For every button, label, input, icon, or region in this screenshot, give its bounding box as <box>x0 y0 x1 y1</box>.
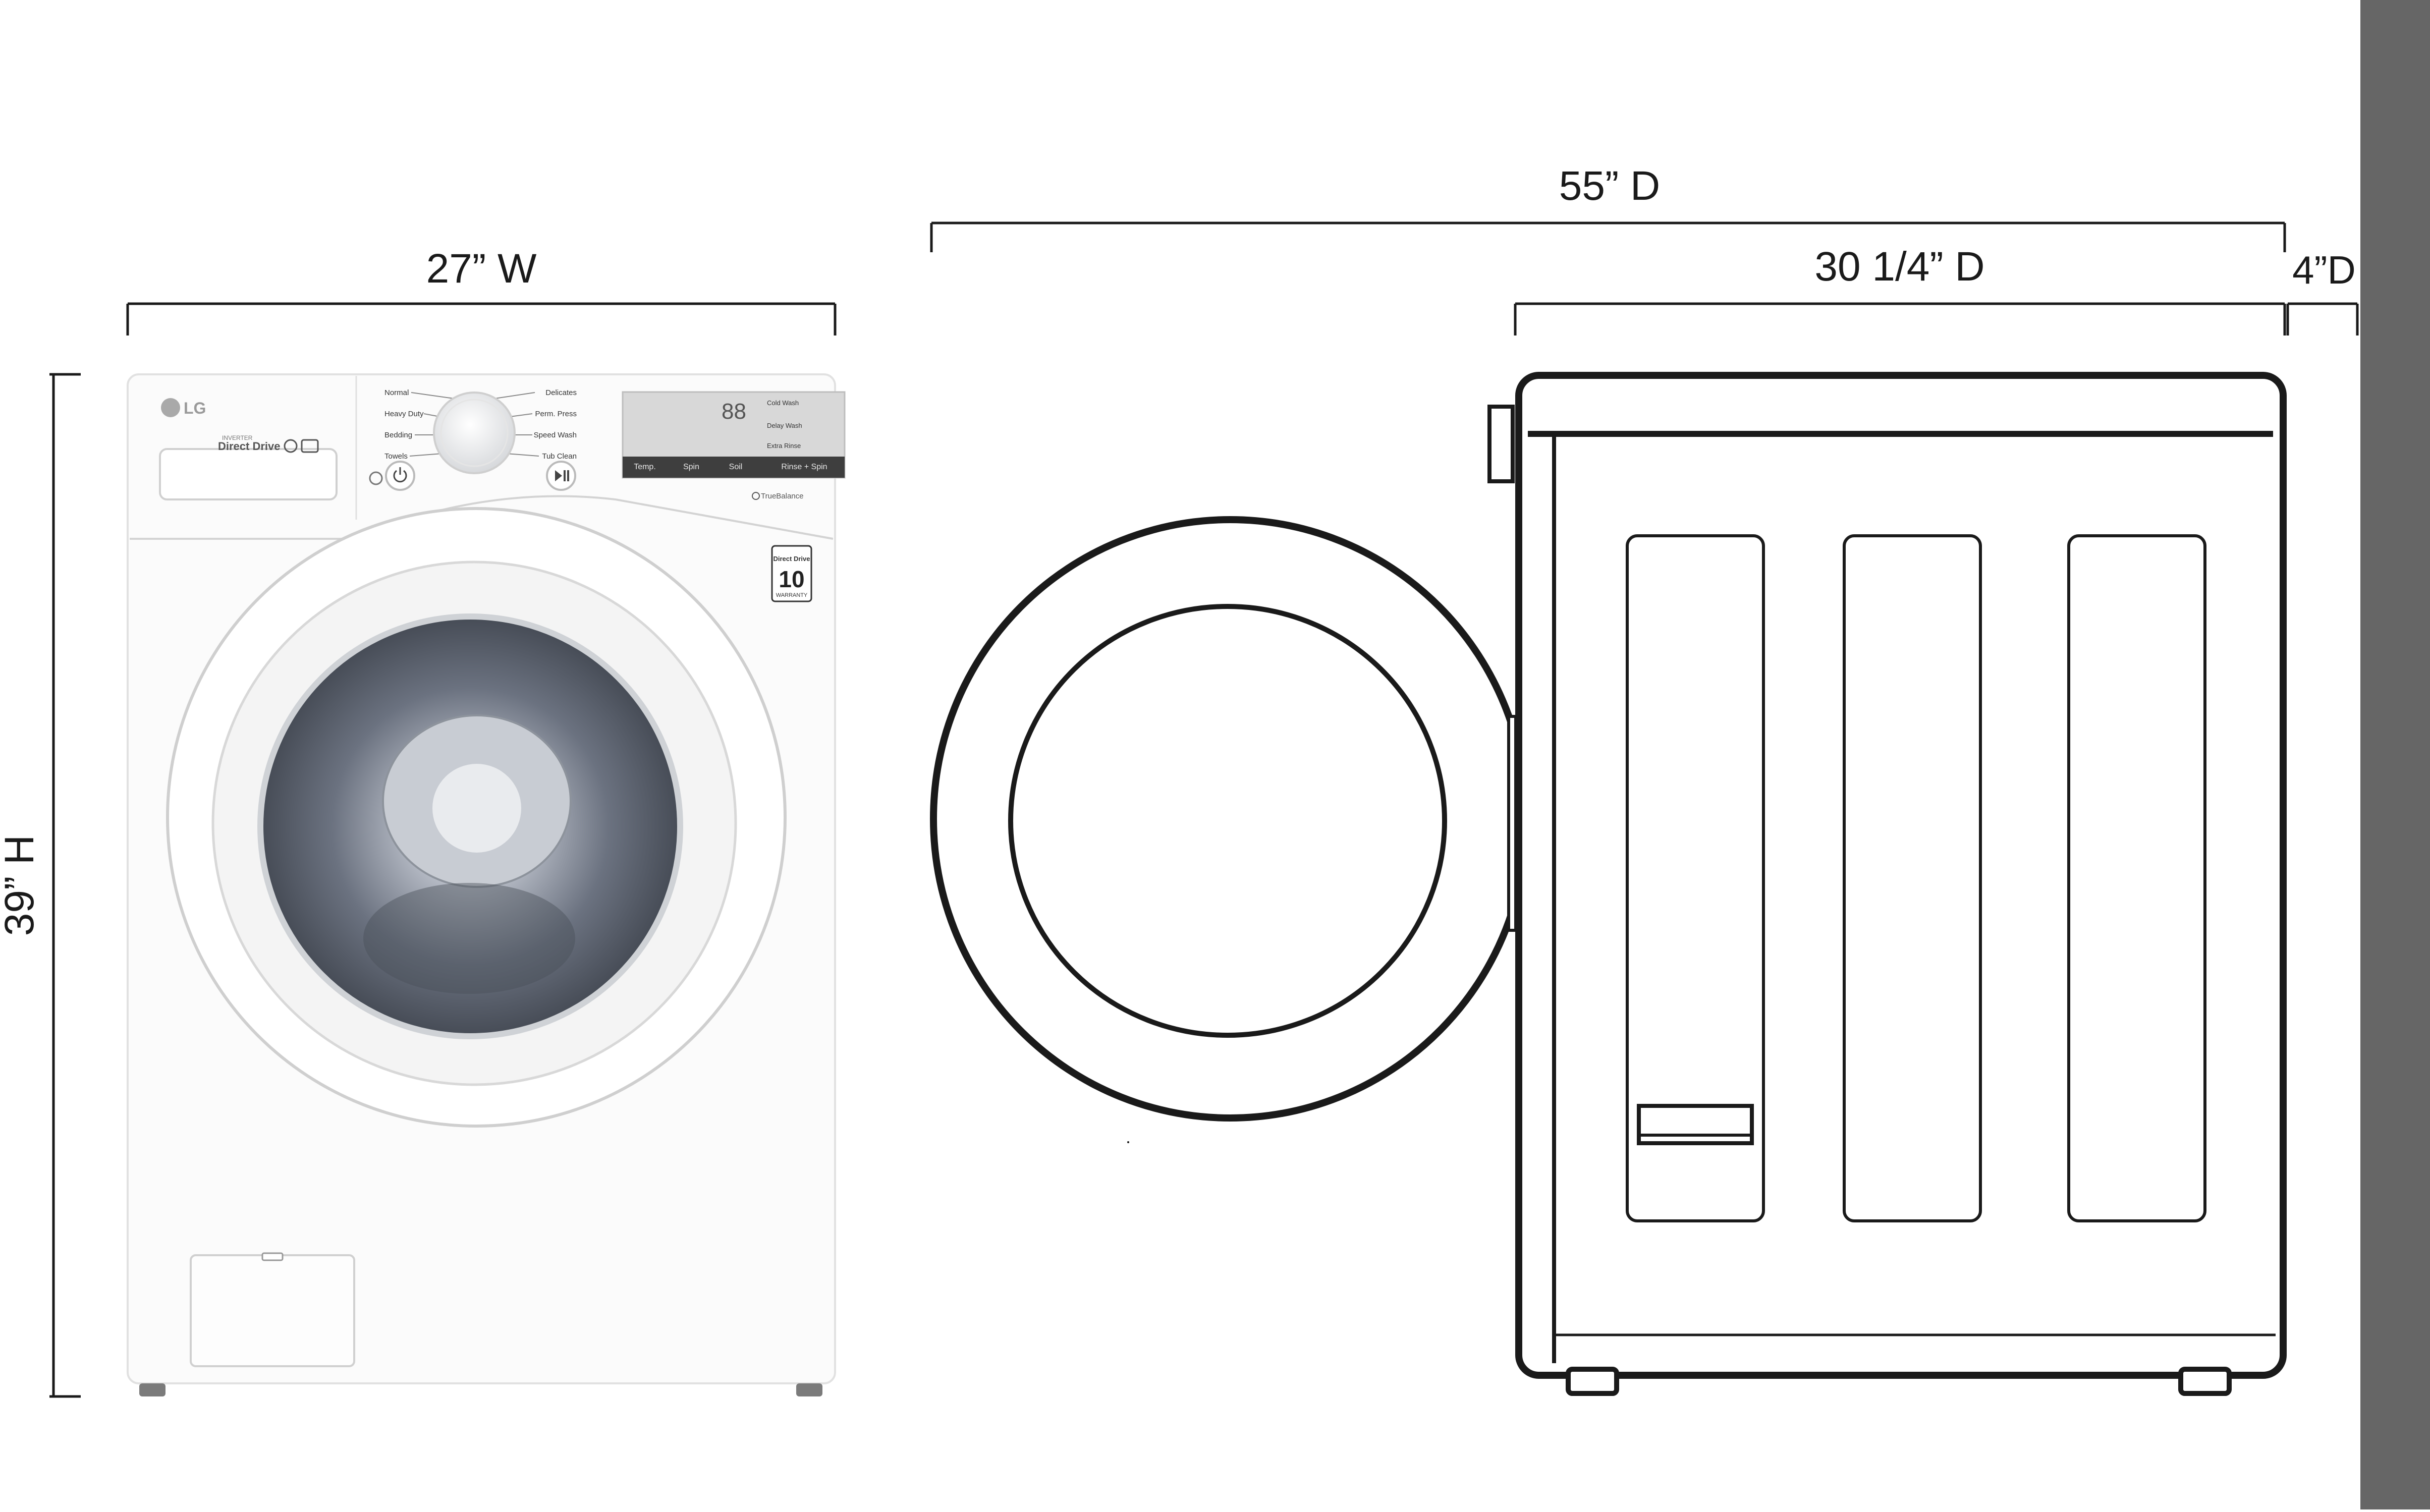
foot-left <box>139 1383 165 1396</box>
drum-reflection <box>363 883 575 994</box>
drain-filter-cover <box>190 1254 355 1367</box>
lg-logo-icon <box>161 398 180 417</box>
option-cold-wash[interactable]: Cold Wash <box>767 399 799 407</box>
detergent-drawer <box>159 448 338 500</box>
wifi-icon <box>369 471 383 485</box>
side-panel-3 <box>2067 534 2206 1222</box>
cycle-speed-wash[interactable]: Speed Wash <box>534 431 577 439</box>
drawer-icon <box>284 439 298 453</box>
door-hinge-mid <box>1507 715 1517 932</box>
truebalance-label: TrueBalance <box>761 492 804 500</box>
cycle-tub-clean[interactable]: Tub Clean <box>542 452 577 461</box>
cycle-normal[interactable]: Normal <box>384 388 409 397</box>
cycle-knob[interactable] <box>433 391 516 474</box>
total-depth-dimension <box>930 221 2286 252</box>
drawer-badge-small: INVERTER <box>222 434 253 441</box>
width-label: 27” W <box>426 246 537 292</box>
total-depth-label: 55” D <box>1559 163 1661 209</box>
button-spin[interactable]: Spin <box>683 463 699 471</box>
body-depth-dimension <box>1514 302 2286 335</box>
button-temp[interactable]: Temp. <box>634 463 656 471</box>
power-icon <box>393 470 407 483</box>
power-button[interactable] <box>385 461 415 491</box>
drain-filter-tab[interactable] <box>261 1252 284 1261</box>
open-door-outer <box>930 516 1530 1122</box>
height-label: 39” H <box>0 835 42 936</box>
side-panel-1 <box>1626 534 1765 1222</box>
display-digits: 88 <box>722 399 746 424</box>
open-door-inner <box>1008 604 1447 1038</box>
cycle-bedding[interactable]: Bedding <box>384 431 412 439</box>
drawer-badge: Direct Drive <box>218 440 281 453</box>
cycle-labels-right: Delicates Perm. Press Speed Wash Tub Cle… <box>534 388 577 461</box>
width-dimension <box>126 302 837 335</box>
drawer-icon-2 <box>301 439 319 453</box>
body-depth-label: 30 1/4” D <box>1814 244 1984 290</box>
cycle-heavy-duty[interactable]: Heavy Duty <box>384 410 424 418</box>
side-panel-2 <box>1843 534 1982 1222</box>
button-rinse-spin[interactable]: Rinse + Spin <box>781 463 827 471</box>
cycle-labels-left: Normal Heavy Duty Bedding Towels <box>384 388 424 461</box>
side-foot-rear <box>2178 1367 2232 1396</box>
cycle-delicates[interactable]: Delicates <box>545 388 577 397</box>
washer-side-view <box>930 372 2287 1396</box>
warranty-label: WARRANTY <box>776 592 808 598</box>
bottom-buttons: Temp. Spin Soil Rinse + Spin <box>634 463 827 471</box>
clearance-label: 4”D <box>2292 248 2356 292</box>
wall <box>2360 0 2430 1509</box>
button-soil[interactable]: Soil <box>729 463 743 471</box>
cycle-perm-press[interactable]: Perm. Press <box>535 410 577 418</box>
cycle-knob-inner <box>440 399 509 467</box>
stray-dot <box>1127 1141 1129 1143</box>
side-handle <box>1637 1104 1754 1145</box>
display-bottom-strip <box>623 457 845 478</box>
option-buttons: Cold Wash Delay Wash Extra Rinse <box>767 399 802 450</box>
truebalance-icon <box>752 492 760 500</box>
foot-right <box>796 1383 822 1396</box>
warranty-number: 10 <box>779 566 804 592</box>
washer-side-body <box>1515 372 2287 1379</box>
option-extra-rinse[interactable]: Extra Rinse <box>767 442 801 450</box>
clearance-dimension <box>2286 302 2359 335</box>
warranty-badge <box>771 545 812 602</box>
height-dimension <box>49 373 81 1398</box>
play-pause-icon <box>555 470 562 481</box>
brand-logo: LG <box>184 399 206 417</box>
drum-center <box>432 764 521 853</box>
cycle-towels[interactable]: Towels <box>384 452 408 461</box>
door-hinge-top <box>1487 405 1515 483</box>
warranty-small: Direct Drive <box>774 555 810 563</box>
option-delay-wash[interactable]: Delay Wash <box>767 422 802 429</box>
side-foot-front <box>1566 1367 1619 1396</box>
washer-front-view: LG INVERTER Direct Drive Normal Heavy Du… <box>127 373 846 1396</box>
